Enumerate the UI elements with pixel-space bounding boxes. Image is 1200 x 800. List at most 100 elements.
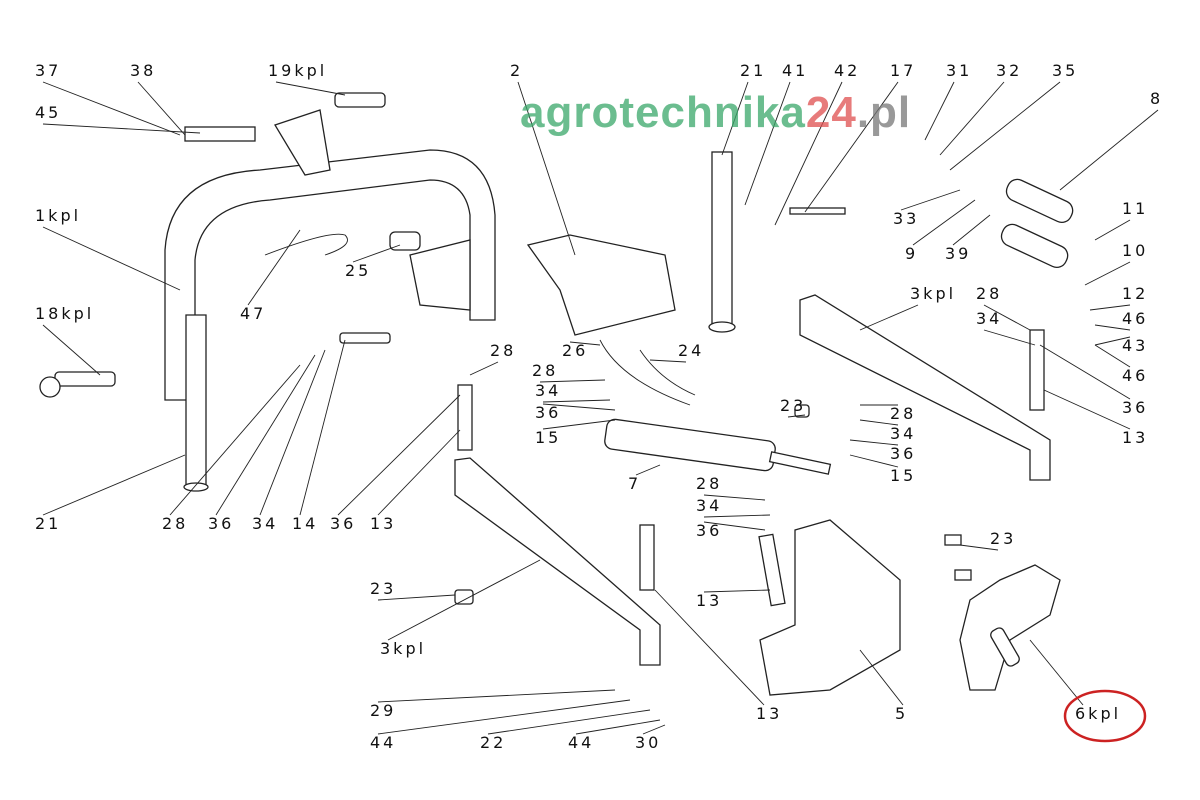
part-label: 23	[990, 529, 1016, 548]
part-label: 15	[535, 428, 561, 447]
leader-line	[215, 354, 316, 516]
leader-line	[912, 199, 976, 246]
part-label: 45	[35, 103, 61, 122]
leader-line	[539, 379, 606, 383]
leader-line	[169, 364, 301, 516]
part-label: 28	[162, 514, 188, 533]
leader-line	[1089, 304, 1131, 311]
leader-line	[387, 559, 541, 641]
leader-line	[575, 719, 661, 735]
leader-line	[635, 464, 661, 476]
leader-line	[774, 81, 843, 226]
pin-18kpl	[54, 371, 116, 387]
leader-line	[377, 689, 616, 703]
leader-line	[1094, 344, 1131, 368]
bracket-2	[526, 234, 676, 336]
part-label: 1kpl	[35, 206, 81, 225]
pin-14	[339, 332, 391, 344]
leader-line	[247, 229, 301, 306]
part-label: 44	[568, 733, 594, 752]
part-label: 15	[890, 466, 916, 485]
leader-line	[542, 403, 616, 411]
part-label: 34	[252, 514, 278, 533]
part-label: 17	[890, 61, 916, 80]
part-label: 30	[635, 733, 661, 752]
arm-3kpl-left	[454, 457, 661, 666]
leader-line	[1094, 324, 1131, 331]
leader-line	[299, 339, 346, 516]
leader-line	[469, 361, 499, 376]
leader-line	[42, 123, 201, 134]
bushing-23b	[944, 534, 962, 546]
leader-line	[859, 304, 919, 331]
part-label: 28	[890, 404, 916, 423]
watermark-part-3: .pl	[856, 88, 912, 137]
leader-line	[487, 709, 651, 735]
post-foot	[183, 482, 209, 492]
leader-line	[377, 429, 461, 516]
leader-line	[1094, 219, 1131, 241]
cylinder-8	[1005, 178, 1074, 224]
hydraulic-cylinder-7	[604, 418, 776, 472]
bushing-23d	[794, 404, 810, 418]
part-label: 28	[490, 341, 516, 360]
pin-13-right	[1029, 329, 1045, 411]
bracket-5	[759, 519, 901, 696]
cylinder-8b	[1000, 223, 1069, 269]
leader-line	[703, 514, 771, 518]
part-label: 32	[996, 61, 1022, 80]
post-21-right	[711, 151, 733, 328]
leader-line	[983, 329, 1036, 346]
leader-line	[649, 359, 687, 363]
part-label: 19kpl	[268, 61, 327, 80]
leader-line	[924, 81, 955, 141]
leader-line	[1029, 639, 1084, 706]
main-frame-1kpl	[164, 149, 496, 401]
part-label: 23	[370, 579, 396, 598]
part-label: 9	[905, 244, 918, 263]
leader-line	[959, 544, 999, 551]
leader-line	[42, 454, 186, 516]
leader-line	[849, 454, 899, 468]
highlight-circle	[1063, 689, 1147, 743]
spindle-6kpl	[959, 564, 1061, 691]
piston-rod	[768, 451, 832, 475]
pin-17	[789, 207, 846, 215]
part-label: 36	[890, 444, 916, 463]
leader-line	[377, 699, 631, 735]
part-label: 35	[1052, 61, 1078, 80]
leader-line	[859, 649, 904, 706]
leader-line	[721, 81, 749, 156]
part-label: 34	[976, 309, 1002, 328]
hose-24	[599, 339, 696, 406]
watermark-part-1: agrotechnika	[520, 88, 806, 137]
part-label: 39	[945, 244, 971, 263]
part-label: 21	[740, 61, 766, 80]
leader-line	[703, 521, 766, 531]
leader-line	[849, 439, 899, 446]
part-label: 24	[678, 341, 704, 360]
part-label: 28	[532, 361, 558, 380]
part-label: 36	[696, 521, 722, 540]
part-label: 28	[696, 474, 722, 493]
part-label: 23	[780, 396, 806, 415]
leader-line	[703, 494, 766, 501]
part-label: 46	[1122, 309, 1148, 328]
leader-line	[1094, 336, 1131, 346]
part-label: 11	[1122, 199, 1148, 218]
part-label: 36	[330, 514, 356, 533]
leader-line	[542, 419, 616, 430]
leader-line	[42, 226, 181, 291]
leader-lines	[42, 81, 1159, 735]
part-label: 21	[35, 514, 61, 533]
part-label: 34	[535, 381, 561, 400]
part-label: 31	[946, 61, 972, 80]
leader-line	[352, 244, 401, 263]
leader-line	[1084, 261, 1131, 286]
leader-line	[1043, 389, 1131, 430]
bushing-23	[454, 589, 474, 605]
part-label: 28	[976, 284, 1002, 303]
part-label: 13	[756, 704, 782, 723]
part-label: 18kpl	[35, 304, 94, 323]
